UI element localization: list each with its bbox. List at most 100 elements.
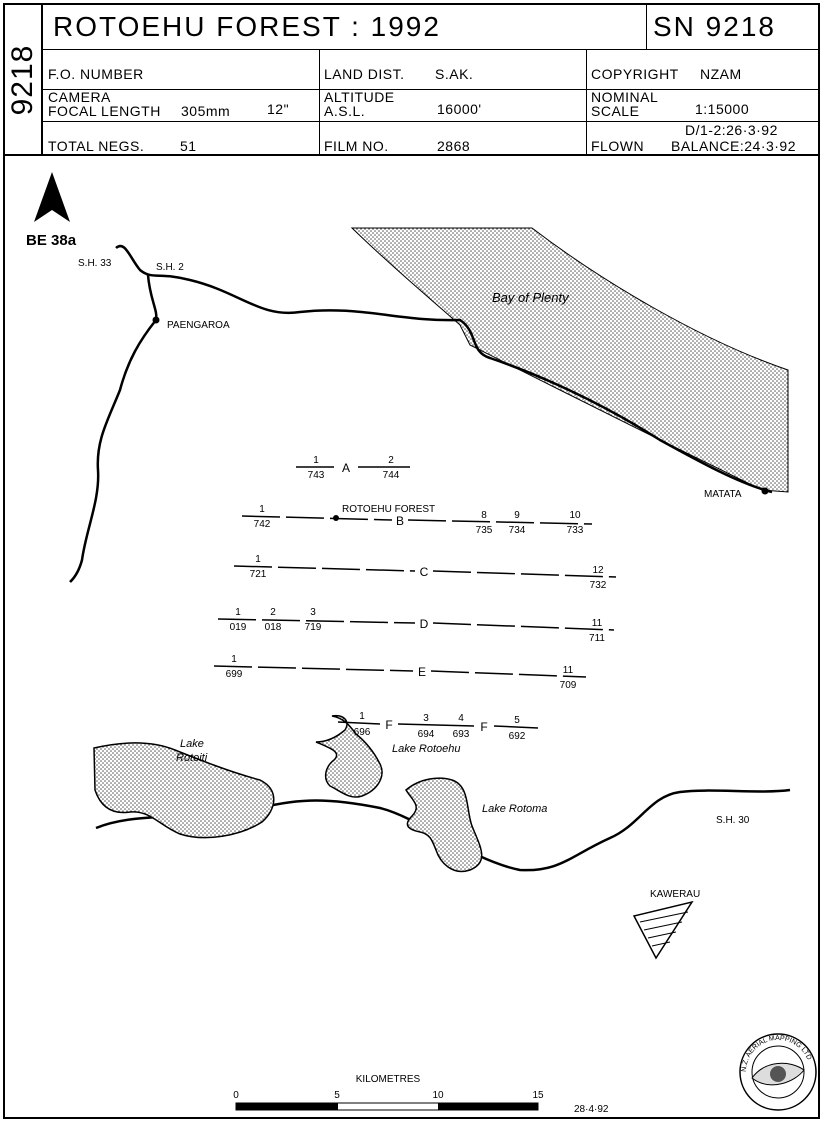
north-label: N [48,215,56,227]
photo-number: 4 [458,713,464,724]
lake-rotoehu [315,714,383,798]
scale-bar: KILOMETRES 0 5 10 15 [233,1074,544,1111]
photo-number: 3 [310,607,316,618]
photo-number: 1 [235,607,241,618]
scale-tick: 15 [532,1090,544,1101]
scale-tick: 5 [334,1090,340,1101]
land-dist-value: S.AK. [435,66,474,82]
frame-number: 735 [476,525,493,536]
map-sheet: 9 2 1 8 ROTOEHU FOREST : 1992 SN 9218 F.O. … [3,3,820,1119]
nominal-label: NOMINAL [591,89,659,105]
kawerau-hatched-area [632,900,694,960]
frame-number: 733 [567,525,584,536]
map-reference: BE 38a [26,232,77,249]
film-no-value: 2868 [437,138,471,154]
photo-number: 10 [569,510,581,521]
forest-label: ROTOEHU FOREST [342,504,435,515]
flown-date-2: BALANCE:24·3·92 [671,138,797,154]
map-title: ROTOEHU FOREST : 1992 [53,11,441,42]
scale-tick: 10 [432,1090,444,1101]
frame-number: 744 [383,470,400,481]
photo-number: 11 [563,665,574,676]
matata-dot [761,487,769,495]
bay-of-plenty-label: Bay of Plenty [492,290,570,305]
frame-number: 693 [453,729,470,740]
frame-number: 734 [509,525,526,536]
paengaroa-dot [152,316,160,324]
run-D: D 1 019 2 018 3 719 11 711 [217,607,615,644]
bay-of-plenty-sea [350,227,789,493]
nz-aerial-mapping-seal-icon: N.Z. AERIAL MAPPING LTD [739,1033,817,1111]
run-B: ROTOEHU FOREST B 1 742 8 735 9 734 10 73… [241,504,593,536]
run-E: E 1 699 11 709 [213,654,587,691]
scale-label: SCALE [591,103,640,119]
photo-number: 1 [255,554,261,565]
sheet-number: SN 9218 [653,11,776,42]
altitude-value: 16000' [437,101,482,117]
frame-number: 018 [265,622,282,633]
photo-number: 8 [481,510,487,521]
land-dist-label: LAND DIST. [324,66,405,82]
altitude-label: ALTITUDE [324,89,395,105]
plot-date: 28·4·92 [574,1104,609,1115]
lake-rotoiti [93,742,275,839]
run-letter-A: A [342,461,350,475]
photo-number: 12 [592,565,604,576]
run-letter-F: F [385,718,392,732]
copyright-label: COPYRIGHT [591,66,679,82]
photo-number: 9 [514,510,520,521]
total-negs-value: 51 [180,138,197,154]
road-label-sh33: S.H. 33 [78,258,112,269]
camera-label: CAMERA [48,89,111,105]
run-F: F F 1 696 3 694 4 693 5 692 [337,711,539,742]
film-no-label: FILM NO. [324,138,389,154]
photo-number: 5 [514,715,520,726]
focal-length-label: FOCAL LENGTH [48,103,161,119]
lake-rotoehu-label: Lake Rotoehu [392,743,461,755]
north-arrow-icon: N [34,172,70,227]
run-A: A 1 743 2 744 [296,455,410,481]
photo-number: 2 [270,607,276,618]
frame-number: 743 [308,470,325,481]
lake-rotoiti-label-1: Lake [180,738,204,750]
coast-road [115,244,773,494]
run-letter-E: E [418,665,426,679]
total-negs-label: TOTAL NEGS. [48,138,145,154]
photo-number: 1 [259,504,265,515]
road-label-sh2: S.H. 2 [156,262,184,273]
forest-marker [333,515,339,521]
fo-number-label: F.O. NUMBER [48,66,144,82]
road-label-sh30: S.H. 30 [716,815,750,826]
frame-number: 692 [509,731,526,742]
frame-number: 696 [354,727,371,738]
frame-number: 732 [590,580,607,591]
frame-number: 721 [250,569,267,580]
copyright-value: NZAM [700,66,742,82]
focal-length-in: 12" [267,101,290,117]
frame-number: 719 [305,622,322,633]
photo-number: 3 [423,713,429,724]
lake-rotoma [405,777,483,873]
header-block: 9218 ROTOEHU FOREST : 1992 SN 9218 F.O. … [5,5,818,156]
run-C: C 1 721 12 732 [233,554,617,591]
photo-number: 1 [359,711,365,722]
run-letter-C: C [420,565,429,579]
frame-number: 742 [254,519,271,530]
run-letter-D: D [420,617,429,631]
flown-label: FLOWN [591,138,645,154]
town-paengaroa: PAENGAROA [167,320,230,331]
photo-number: 2 [388,455,394,466]
town-kawerau: KAWERAU [650,889,700,900]
frame-number: 694 [418,729,435,740]
photo-number: 11 [592,618,603,629]
photo-number: 1 [231,654,237,665]
frame-number: 711 [589,633,605,644]
road-sh33 [69,274,158,583]
scale-bar-label: KILOMETRES [356,1074,421,1085]
scale-value: 1:15000 [695,101,750,117]
frame-number: 709 [560,680,577,691]
photo-number: 1 [313,455,319,466]
run-letter-B: B [396,514,404,528]
flown-date-1: D/1-2:26·3·92 [685,122,778,138]
